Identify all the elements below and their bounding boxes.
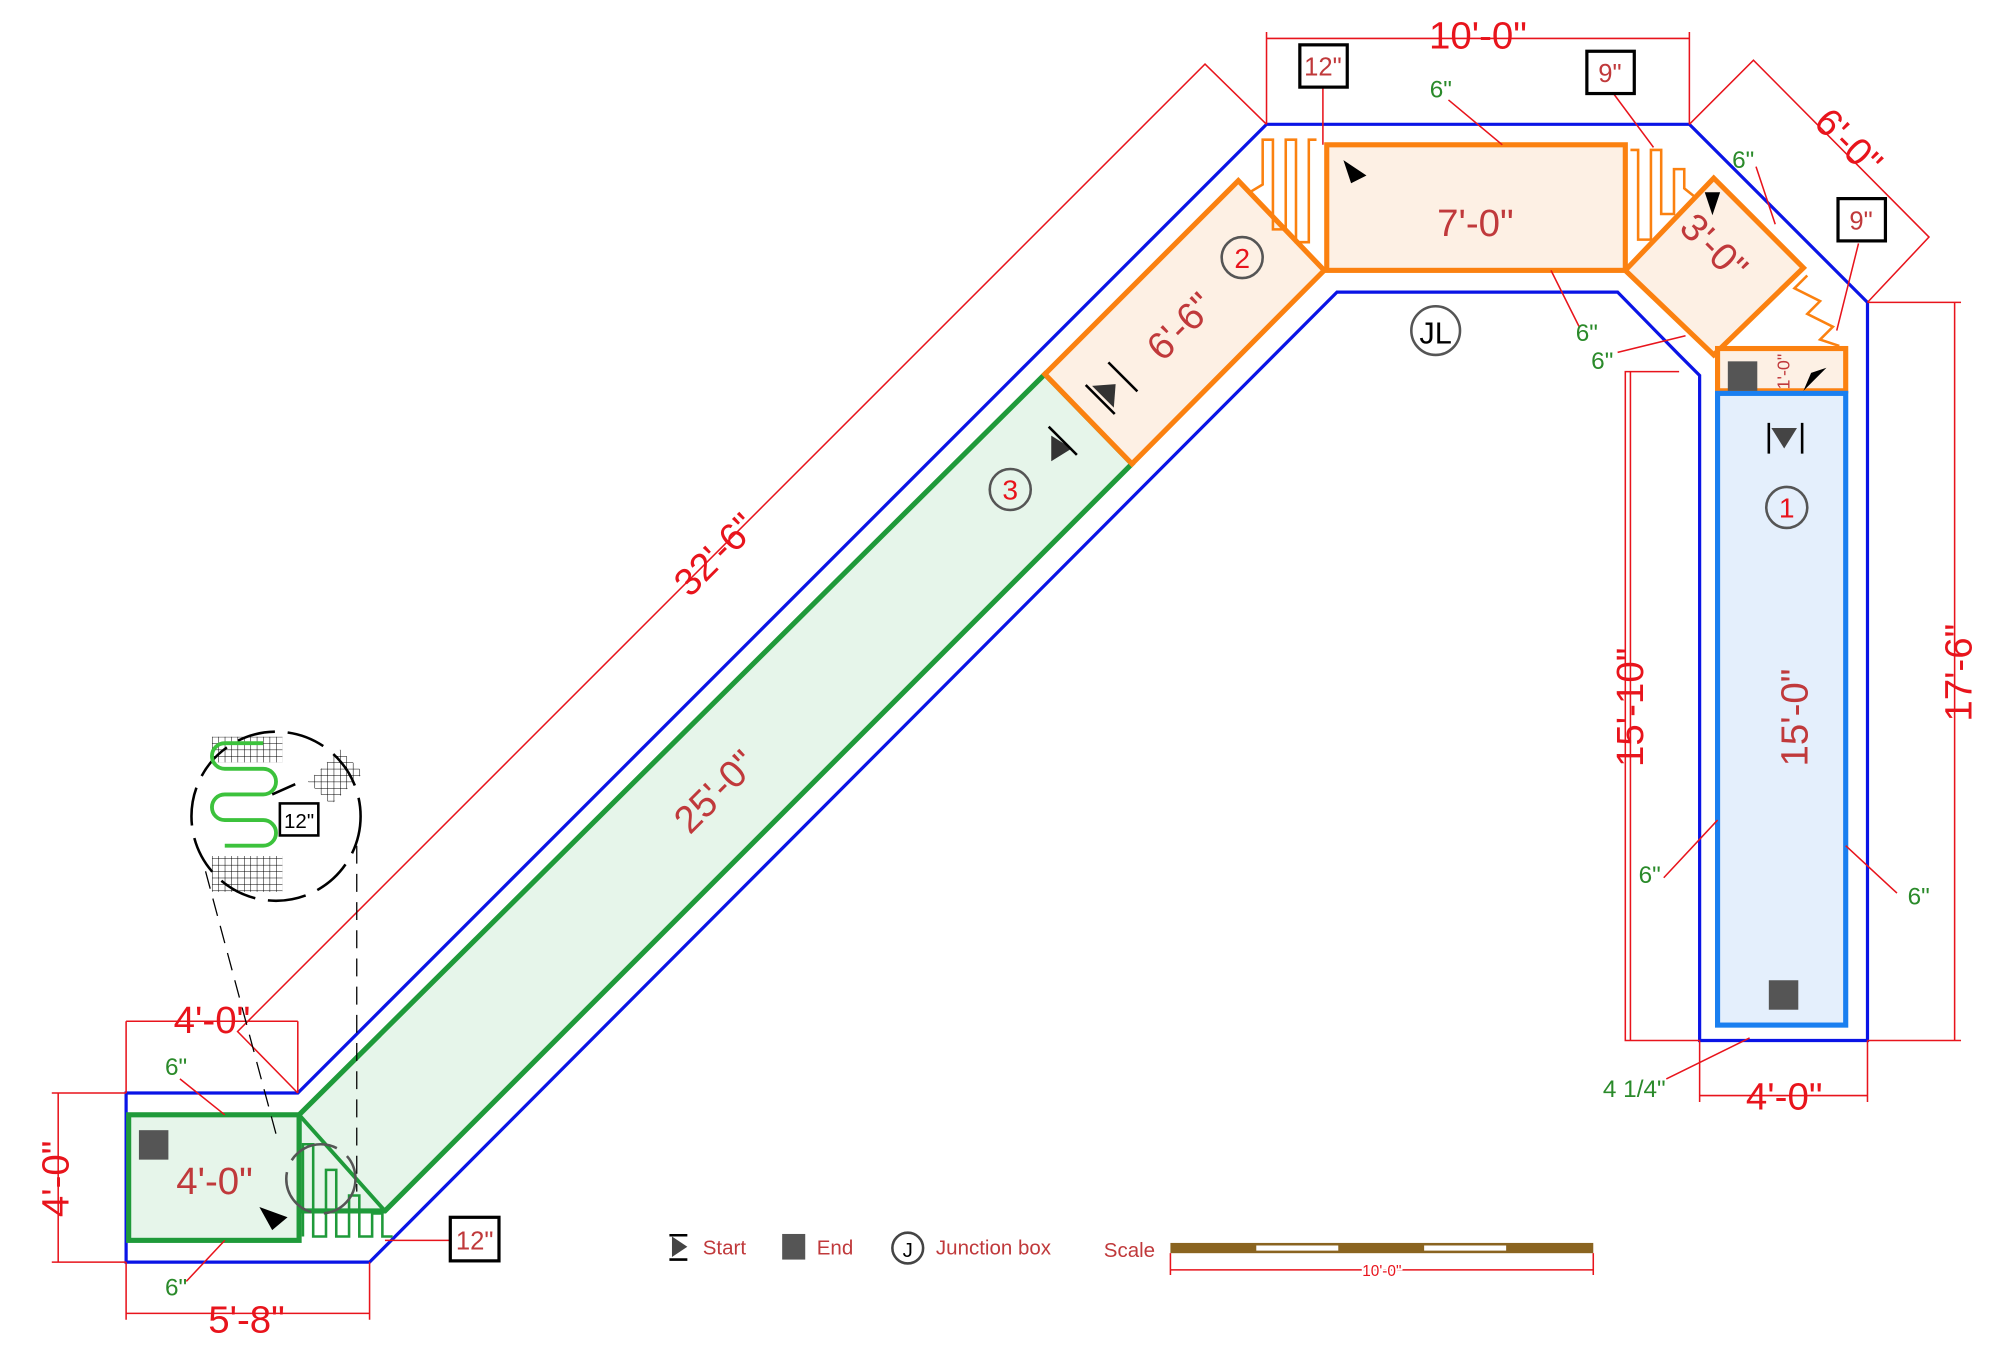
offset-label: 6" (1430, 76, 1452, 103)
arrow-icon (1803, 367, 1827, 391)
scale-bar: Scale 10'-0" (1104, 1239, 1595, 1282)
end-marker (138, 1130, 169, 1160)
offset-label: 6" (1591, 348, 1613, 375)
dim-diagonal-total: 32'-6" (666, 505, 766, 605)
callout-12-bottom: 12" (448, 1215, 501, 1263)
legend-junction: J Junction box (891, 1231, 1052, 1265)
callout-12-top: 12" (1298, 43, 1349, 89)
zone-1-heating-mat (1715, 390, 1849, 1028)
dim-bottom-right-width: 4'-0" (1746, 1076, 1823, 1119)
dim-left-bottom-width: 5'-8" (208, 1299, 285, 1342)
segment-label: 7'-0" (1437, 202, 1514, 245)
legend-start: Start (669, 1233, 747, 1261)
dim-top-total: 10'-0" (1429, 15, 1527, 58)
svg-text:End: End (817, 1236, 853, 1259)
offset-label: 6" (165, 1054, 187, 1081)
svg-text:2: 2 (1234, 242, 1250, 274)
start-marker (1047, 425, 1078, 462)
callout-12-detail: 12" (278, 802, 320, 837)
end-marker (1768, 980, 1799, 1010)
callout-9-right: 9" (1836, 197, 1888, 243)
svg-text:Scale: Scale (1104, 1239, 1155, 1262)
svg-text:12": 12" (456, 1227, 494, 1255)
dim-left-height: 4'-0" (34, 1141, 77, 1218)
offset-label: 6" (1639, 862, 1661, 889)
arrow-icon (259, 1207, 288, 1231)
detail-callout (190, 730, 364, 1192)
junction-box-marker: JL (1410, 304, 1462, 357)
svg-text:12": 12" (284, 810, 314, 833)
offset-label: 6" (1576, 320, 1598, 347)
segment-label: 4'-0" (176, 1160, 253, 1203)
dim-right-inner: 15'-10" (1609, 648, 1652, 767)
zone-number-1: 1 (1764, 485, 1809, 530)
callout-9-top: 9" (1585, 49, 1636, 96)
arrow-icon (1343, 160, 1367, 184)
legend: Start End J Junction box Scale 10'-0" (669, 1231, 1595, 1282)
svg-text:J: J (903, 1239, 913, 1262)
svg-text:10'-0": 10'-0" (1362, 1263, 1401, 1280)
offset-label: 6" (165, 1274, 187, 1301)
dimension-lines (51, 32, 1962, 1320)
svg-text:3: 3 (1002, 474, 1018, 506)
dim-corner-right: 6'-0" (1806, 100, 1891, 185)
svg-text:Junction box: Junction box (936, 1236, 1052, 1259)
start-marker (1767, 422, 1804, 454)
arrow-icon (1704, 192, 1721, 216)
svg-text:Start: Start (703, 1236, 747, 1259)
svg-text:1: 1 (1779, 492, 1795, 524)
svg-text:JL: JL (1419, 315, 1451, 350)
zone-number-2: 2 (1220, 235, 1264, 280)
room-outline (124, 122, 1870, 1264)
svg-text:12": 12" (1304, 54, 1342, 82)
dim-right-total: 17'-6" (1937, 624, 1980, 722)
dim-left-top-width: 4'-0" (174, 999, 251, 1042)
legend-end: End (782, 1233, 853, 1260)
offset-label: 6" (1908, 884, 1930, 911)
segment-label: 15'-0" (1773, 669, 1816, 767)
dim-bottom-right-gap: 4 1/4" (1603, 1076, 1666, 1103)
svg-text:9": 9" (1598, 60, 1621, 88)
svg-text:9": 9" (1849, 207, 1872, 235)
start-marker (1084, 361, 1139, 415)
zone-number-3: 3 (988, 467, 1033, 512)
segment-label: 1'-0" (1773, 354, 1793, 390)
end-marker (1727, 361, 1758, 391)
offset-label: 6" (1732, 147, 1754, 174)
